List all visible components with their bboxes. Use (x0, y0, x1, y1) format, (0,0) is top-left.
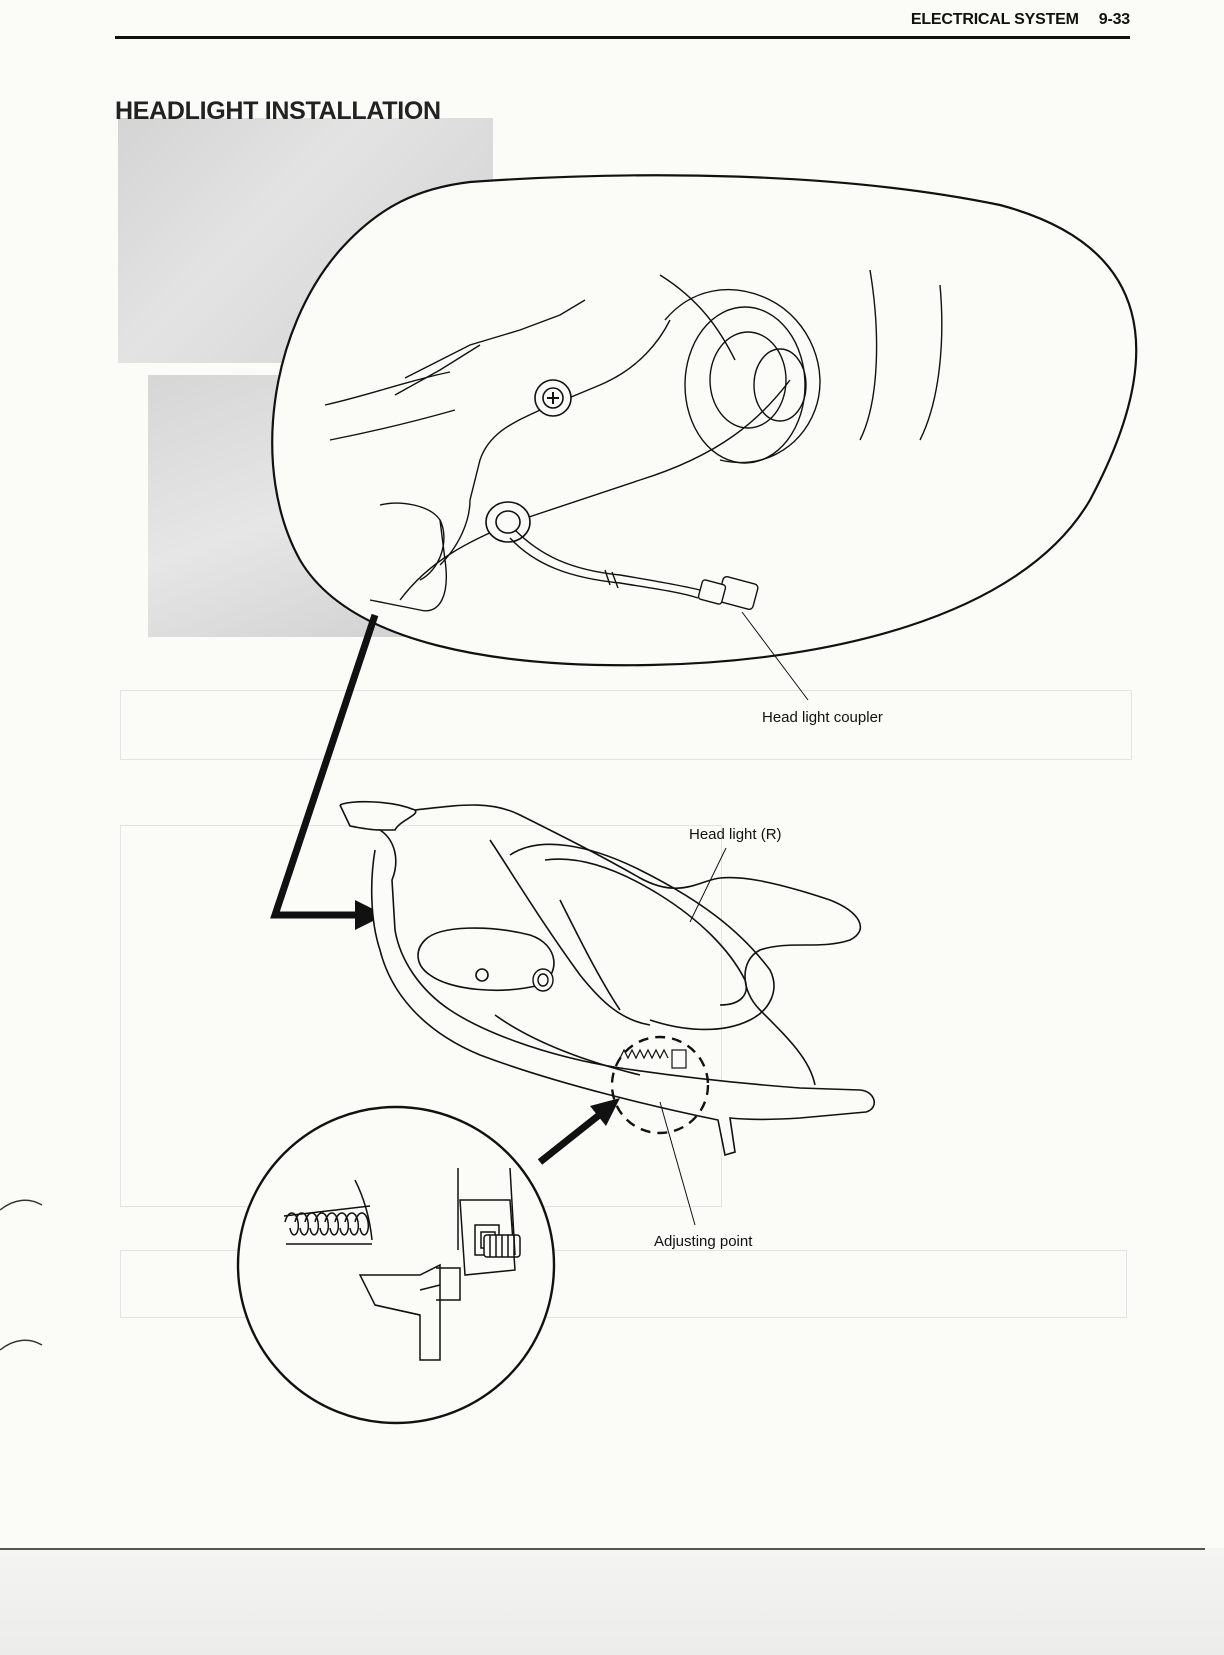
adjusting-label: Adjusting point (654, 1233, 753, 1250)
adjusting-detail (283, 1167, 521, 1361)
page-header: ELECTRICAL SYSTEM 9-33 (911, 11, 1130, 29)
punch-hole-mark (0, 1339, 43, 1351)
arrow-icon (355, 900, 385, 930)
page-number: 9-33 (1098, 11, 1130, 28)
coupler-leader (741, 611, 809, 701)
connector-line (270, 613, 380, 919)
scan-bottom-shadow (0, 1548, 1224, 1655)
adjusting-point-marker (610, 1035, 710, 1135)
bulb-socket (684, 306, 806, 464)
coupler-detail-oval (271, 174, 1138, 667)
adjusting-leader (659, 1101, 696, 1226)
coupler-label: Head light coupler (762, 709, 883, 726)
ghost-caution-box-1 (120, 690, 1132, 760)
coupler-cable (509, 529, 759, 611)
ghost-caution-box-2 (120, 1250, 1127, 1318)
housing-lines (324, 269, 943, 612)
scan-bottom-edge (0, 1548, 1205, 1550)
adjust-spring (619, 1048, 687, 1069)
grommet (485, 501, 531, 543)
headlight-label: Head light (R) (689, 826, 782, 843)
header-rule (115, 36, 1130, 39)
page-title: HEADLIGHT INSTALLATION (115, 97, 441, 125)
punch-hole-mark (0, 1199, 43, 1211)
headlight-leader (689, 847, 727, 923)
arrow-icon (590, 1098, 620, 1126)
detail-arrow-line (537, 1105, 611, 1165)
section-name: ELECTRICAL SYSTEM (910, 11, 1079, 28)
headlight-assembly (339, 800, 876, 1157)
bolt-icon (534, 379, 572, 417)
adjusting-detail-circle (236, 1105, 556, 1425)
bolt-icon (532, 968, 554, 992)
